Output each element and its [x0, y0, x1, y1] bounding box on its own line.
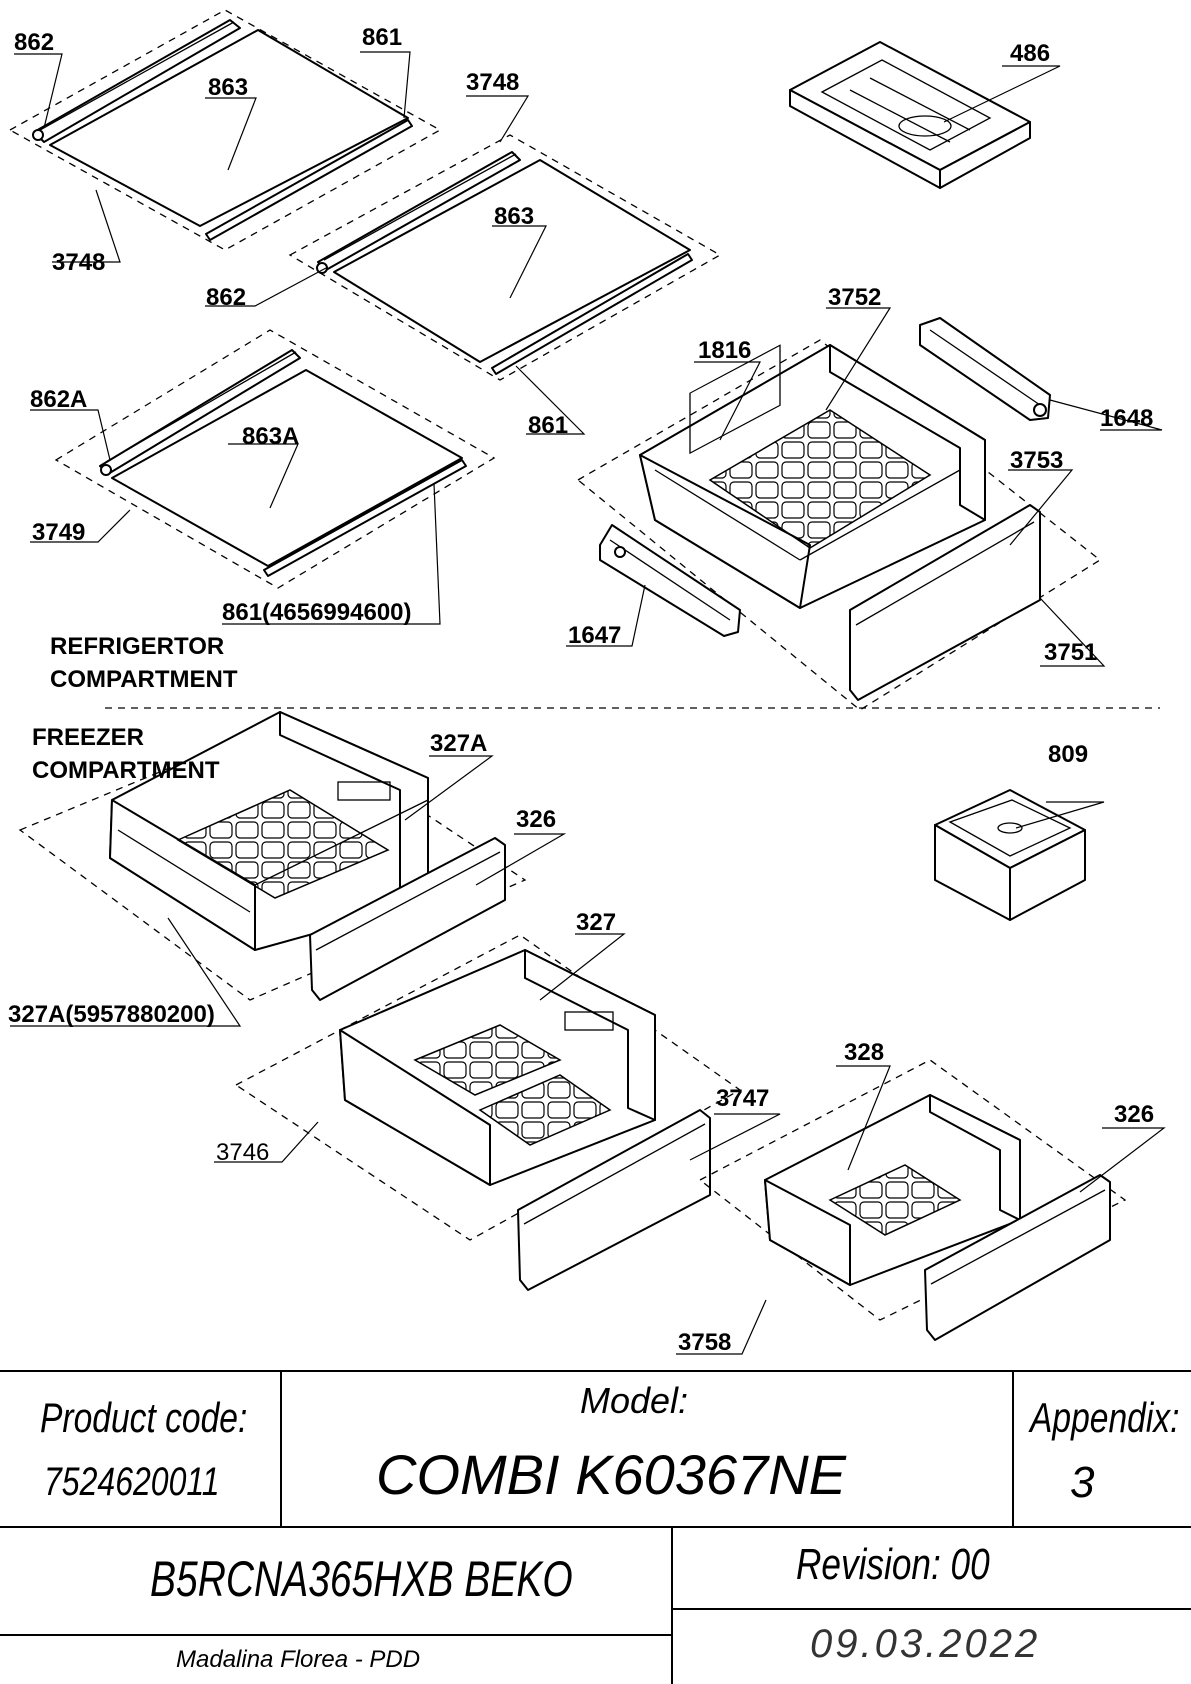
label-1816: 1816 — [698, 337, 751, 364]
title-block: Product code: 7524620011 Model: COMBI K6… — [0, 1370, 1191, 1684]
label-328: 328 — [844, 1039, 884, 1066]
label-863-top: 863 — [208, 74, 248, 101]
label-3753: 3753 — [1010, 447, 1063, 474]
label-862-middle: 862 — [206, 284, 246, 311]
label-3747: 3747 — [716, 1085, 769, 1112]
part-328-freezer-drawer — [698, 1059, 1127, 1321]
label-3752: 3752 — [828, 284, 881, 311]
title-block-divider-h2 — [671, 1608, 1191, 1610]
model-description: B5RCNA365HXB BEKO — [150, 1551, 573, 1607]
label-861-partnumber: 861(4656994600) — [222, 599, 412, 626]
label-326-right: 326 — [1114, 1101, 1154, 1128]
part-486-tray — [789, 41, 1031, 189]
appendix-label: Appendix: — [1030, 1394, 1180, 1441]
part-809-ice-box — [934, 789, 1086, 921]
date: 09.03.2022 — [810, 1622, 1041, 1666]
revision: Revision: 00 — [796, 1540, 990, 1589]
label-861-middle: 861 — [528, 412, 568, 439]
exploded-parts-diagram: 862 861 863 3748 3748 863 862 861 862A 8… — [8, 9, 1166, 1356]
label-1648: 1648 — [1100, 405, 1153, 432]
label-862-top: 862 — [14, 29, 54, 56]
part-1647-rail — [599, 524, 741, 637]
label-3749: 3749 — [32, 519, 85, 546]
part-1648-rail — [919, 317, 1051, 421]
label-3748-right: 3748 — [466, 69, 519, 96]
glass-shelf-assembly-top — [8, 9, 442, 251]
title-block-divider-v3 — [671, 1526, 673, 1684]
part-3753-drawer-front — [849, 504, 1041, 701]
title-block-divider-v1 — [280, 1370, 282, 1526]
section-freezer-line1: FREEZER — [32, 724, 144, 751]
label-3746: 3746 — [216, 1139, 269, 1166]
label-863-middle: 863 — [494, 203, 534, 230]
section-refrigerator-line2: COMPARTMENT — [50, 666, 238, 693]
part-3747-drawer-front — [517, 1109, 711, 1291]
title-block-divider-v2 — [1012, 1370, 1014, 1526]
label-327A: 327A — [430, 730, 487, 757]
part-327-freezer-drawer — [234, 934, 742, 1241]
label-3751: 3751 — [1044, 639, 1097, 666]
title-block-divider-h3 — [0, 1634, 671, 1636]
label-3748-left: 3748 — [52, 249, 105, 276]
part-3752-crisper-drawer — [576, 339, 1102, 711]
model-label: Model: — [580, 1380, 689, 1421]
label-861-top: 861 — [362, 24, 402, 51]
label-3758: 3758 — [678, 1329, 731, 1356]
glass-shelf-assembly-lower — [54, 329, 496, 589]
label-327: 327 — [576, 909, 616, 936]
section-refrigerator-line1: REFRIGERTOR — [50, 633, 224, 660]
appendix-value: 3 — [1070, 1458, 1095, 1507]
leader-lines — [10, 51, 1166, 1355]
label-862A: 862A — [30, 386, 87, 413]
part-326-drawer-front-right — [924, 1174, 1111, 1341]
part-326-drawer-front-left — [309, 837, 506, 1001]
label-1647: 1647 — [568, 622, 621, 649]
label-327A-partnumber: 327A(5957880200) — [8, 1001, 215, 1028]
model-value: COMBI K60367NE — [376, 1443, 846, 1506]
title-block-divider-h1 — [0, 1526, 1191, 1528]
author: Madalina Florea - PDD — [176, 1646, 421, 1673]
label-326-left: 326 — [516, 806, 556, 833]
section-freezer-line2: COMPARTMENT — [32, 757, 220, 784]
label-486: 486 — [1010, 40, 1050, 67]
product-code-label: Product code: — [40, 1394, 248, 1441]
label-863A: 863A — [242, 423, 299, 450]
label-809: 809 — [1048, 741, 1088, 768]
glass-shelf-assembly-middle — [288, 134, 722, 381]
product-code-value: 7524620011 — [44, 1460, 220, 1504]
title-block-top-border — [0, 1370, 1191, 1372]
